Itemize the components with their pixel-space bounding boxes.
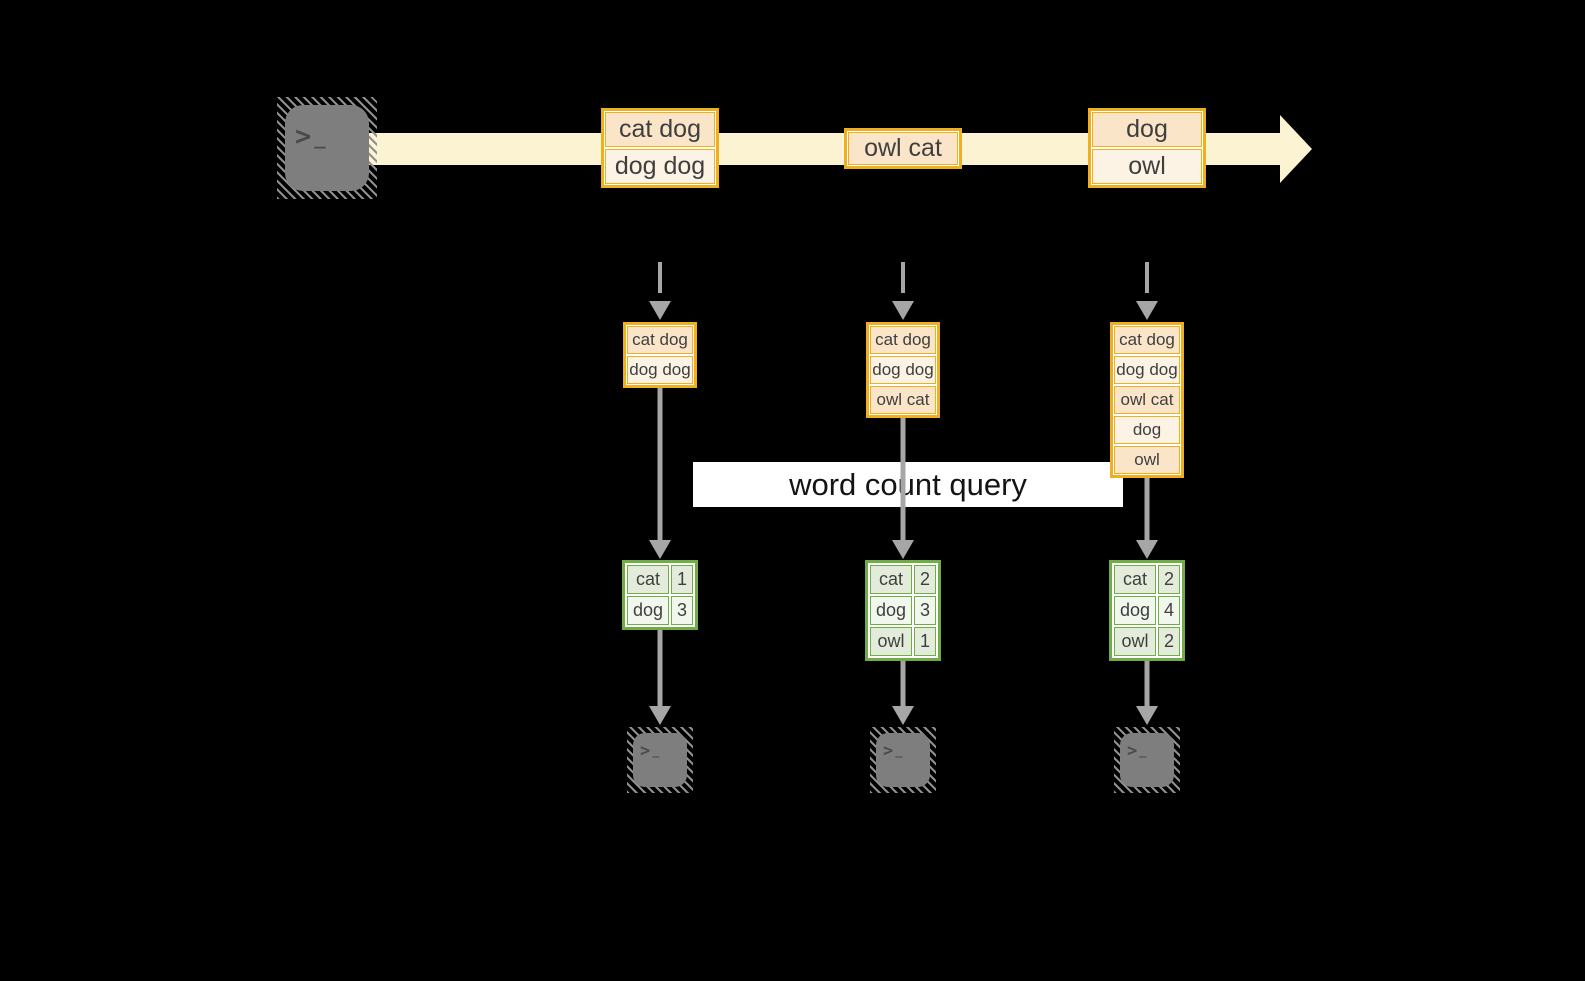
buffer-record: owl cat [1114,386,1180,414]
terminal-screen [633,733,687,787]
terminal-screen [285,105,369,191]
prompt-cursor: _ [652,744,662,758]
word-cell: dog [627,596,669,625]
ingest-arrow-head-1 [649,301,671,320]
ingest-arrow-line-1 [658,262,662,293]
sink-terminal-icon-2: >_ [870,727,936,793]
terminal-screen [1120,733,1174,787]
prompt-chevron: > [640,741,653,761]
word-cell: owl [1114,627,1156,656]
buffer-stack-1: cat dog dog dog [623,322,697,388]
buffer-record: dog dog [627,356,693,384]
terminal-screen [876,733,930,787]
buffer-record: dog [1114,416,1180,444]
source-terminal-icon: >_ [277,97,377,199]
buffer-record: cat dog [627,326,693,354]
word-cell: dog [870,596,912,625]
query-arrow-line-1 [657,388,663,540]
stream-batch-3: dog owl [1088,108,1206,188]
count-cell: 1 [671,565,693,594]
ingest-arrow-line-2 [901,262,905,293]
ingest-arrow-head-2 [892,301,914,320]
word-cell: cat [627,565,669,594]
prompt-chevron: > [295,121,315,152]
output-arrow-line-3 [1144,661,1150,706]
word-cell: cat [870,565,912,594]
query-arrow-head-3 [1136,540,1158,559]
buffer-record: cat dog [1114,326,1180,354]
sink-terminal-icon-1: >_ [627,727,693,793]
query-arrow-head-1 [649,540,671,559]
buffer-stack-2: cat dog dog dog owl cat [866,322,940,418]
terminal-prompt-icon: >_ [640,741,661,761]
ingest-arrow-head-3 [1136,301,1158,320]
count-cell: 3 [671,596,693,625]
count-cell: 1 [914,627,936,656]
prompt-chevron: > [1127,741,1140,761]
stream-record: cat dog [605,112,715,147]
sink-terminal-icon-3: >_ [1114,727,1180,793]
count-cell: 4 [1158,596,1180,625]
count-cell: 3 [914,596,936,625]
output-arrow-head-1 [649,706,671,725]
word-cell: owl [870,627,912,656]
prompt-cursor: _ [895,744,905,758]
buffer-record: dog dog [1114,356,1180,384]
query-arrow-line-2 [900,418,906,540]
query-arrow-line-3 [1144,478,1150,540]
buffer-record: cat dog [870,326,936,354]
terminal-prompt-icon: >_ [295,121,329,152]
stream-batch-2: owl cat [844,128,962,169]
word-cell: dog [1114,596,1156,625]
prompt-cursor: _ [314,127,329,149]
stream-batch-1: cat dog dog dog [601,108,719,188]
buffer-stack-3: cat dog dog dog owl cat dog owl [1110,322,1184,478]
count-cell: 2 [1158,565,1180,594]
output-arrow-line-2 [900,661,906,706]
stream-record: dog [1092,112,1202,147]
output-arrow-head-3 [1136,706,1158,725]
stream-record: owl cat [848,132,958,165]
word-count-table-1: cat 1 dog 3 [622,560,698,630]
stream-record: owl [1092,149,1202,184]
output-arrow-head-2 [892,706,914,725]
ingest-arrow-line-3 [1145,262,1149,293]
word-count-table-3: cat 2 dog 4 owl 2 [1109,560,1185,661]
terminal-prompt-icon: >_ [883,741,904,761]
stream-arrow-head-icon [1280,115,1312,183]
count-cell: 2 [914,565,936,594]
word-count-table-2: cat 2 dog 3 owl 1 [865,560,941,661]
terminal-prompt-icon: >_ [1127,741,1148,761]
buffer-record: owl cat [870,386,936,414]
output-arrow-line-1 [657,630,663,706]
buffer-record: dog dog [870,356,936,384]
buffer-record: owl [1114,446,1180,474]
word-cell: cat [1114,565,1156,594]
query-arrow-head-2 [892,540,914,559]
count-cell: 2 [1158,627,1180,656]
query-label: word count query [693,462,1123,507]
stream-record: dog dog [605,149,715,184]
prompt-cursor: _ [1139,744,1149,758]
prompt-chevron: > [883,741,896,761]
